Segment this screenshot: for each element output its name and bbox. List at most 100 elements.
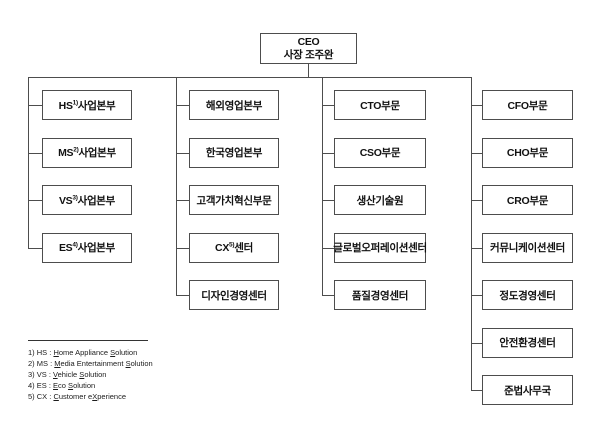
footnote-text: ome Appliance xyxy=(58,348,111,357)
org-box-label: CTO부문 xyxy=(360,99,400,112)
footnote-text: 5) CX : xyxy=(28,392,54,401)
org-box-label: 정도경영센터 xyxy=(499,289,556,302)
org-box-label: VS3)사업본부 xyxy=(58,194,116,207)
org-box-label: CHO부문 xyxy=(506,147,549,159)
org-box-label: ES4)사업본부 xyxy=(58,241,116,254)
org-box: CSO부문 xyxy=(334,137,426,168)
stub-line xyxy=(471,105,482,106)
footnote-acronym-letter: M xyxy=(54,359,61,368)
org-box: 안전환경센터 xyxy=(482,327,573,358)
stub-line xyxy=(471,342,482,344)
ceo-box: CEO 사장 조주완 xyxy=(260,33,357,64)
ceo-subtitle: 사장 조주완 xyxy=(283,48,334,61)
stub-line xyxy=(322,105,334,106)
ceo-drop-line xyxy=(308,64,309,77)
org-box: CX5)센터 xyxy=(189,232,279,263)
column-connector-corporate-functions xyxy=(471,77,472,390)
footnote-line: 2) MS : Media Entertainment Solution xyxy=(28,358,153,369)
org-box-label: MS2)사업본부 xyxy=(58,146,116,159)
org-box: CTO부문 xyxy=(334,90,426,120)
footnote-acronym-letter: S xyxy=(125,359,131,368)
footnote-acronym-letter: X xyxy=(92,392,98,401)
stub-line xyxy=(176,105,189,106)
stub-line xyxy=(28,105,42,106)
stub-line xyxy=(471,247,482,249)
footnote-text: 3) VS : xyxy=(28,370,54,379)
org-box-label: 글로벌오퍼레이션센터 xyxy=(333,242,427,254)
footnote-text: olution xyxy=(73,381,96,390)
footnote-marker: 1) xyxy=(72,99,78,106)
org-box-label: 준법사무국 xyxy=(504,384,551,397)
org-box-label: 고객가치혁신부문 xyxy=(196,194,272,207)
org-box: CHO부문 xyxy=(482,137,573,168)
stub-line xyxy=(471,200,482,201)
footnote-rule xyxy=(28,340,148,341)
column-connector-sales-customer xyxy=(176,77,177,295)
stub-line xyxy=(28,152,42,154)
footnote-text: olution xyxy=(130,359,153,368)
org-box: 준법사무국 xyxy=(482,375,573,405)
org-box-label: 해외영업본부 xyxy=(205,99,263,112)
column-connector-technology-operations xyxy=(322,77,323,295)
org-box: HS1)사업본부 xyxy=(42,90,132,120)
footnote-acronym-letter: C xyxy=(53,392,59,401)
trunk-line xyxy=(28,77,472,78)
org-box-label: HS1)사업본부 xyxy=(58,99,116,112)
stub-line xyxy=(322,247,334,249)
org-box: ES4)사업본부 xyxy=(42,232,132,263)
footnote-acronym-letter: S xyxy=(79,370,85,379)
footnote-acronym-letter: H xyxy=(53,348,59,357)
org-box: VS3)사업본부 xyxy=(42,185,132,215)
footnote-text: ehicle xyxy=(57,370,80,379)
footnote-text: olution xyxy=(84,370,107,379)
org-box-label: 한국영업본부 xyxy=(205,147,263,159)
footnote-acronym-letter: V xyxy=(53,370,58,379)
org-box: 커뮤니케이션센터 xyxy=(482,232,573,263)
stub-line xyxy=(471,390,482,391)
stub-line xyxy=(471,152,482,154)
footnote-text: 2) MS : xyxy=(28,359,55,368)
org-box: CRO부문 xyxy=(482,185,573,215)
stub-line xyxy=(176,295,189,296)
org-box: 한국영업본부 xyxy=(189,137,279,168)
footnote-text: perience xyxy=(97,392,127,401)
org-box: MS2)사업본부 xyxy=(42,137,132,168)
footnote-line: 5) CX : Customer eXperience xyxy=(28,391,153,402)
stub-line xyxy=(176,200,189,201)
footnote-text: 1) HS : xyxy=(28,348,54,357)
org-box-label: CSO부문 xyxy=(359,147,401,159)
footnote-marker: 2) xyxy=(73,146,79,154)
stub-line xyxy=(28,247,42,249)
column-connector-business-divisions xyxy=(28,77,29,248)
footnote-line: 4) ES : Eco Solution xyxy=(28,380,153,391)
org-box-label: 디자인경영센터 xyxy=(201,289,267,302)
footnote-text: olution xyxy=(115,348,138,357)
stub-line xyxy=(322,152,334,154)
footnote-acronym-letter: E xyxy=(53,381,59,390)
stub-line xyxy=(176,152,189,154)
org-box-label: 안전환경센터 xyxy=(499,337,556,349)
org-box-label: 생산기술원 xyxy=(356,194,404,207)
org-box-label: CX5)센터 xyxy=(215,241,253,254)
footnote-marker: 3) xyxy=(72,194,78,201)
footnote-acronym-letter: S xyxy=(110,348,116,357)
footnote-marker: 5) xyxy=(229,241,235,249)
org-box: 품질경영센터 xyxy=(334,280,426,310)
org-box: 정도경영센터 xyxy=(482,280,573,310)
footnote-text: co xyxy=(58,381,69,390)
footnote-line: 3) VS : Vehicle Solution xyxy=(28,369,153,380)
org-box: 디자인경영센터 xyxy=(189,280,279,310)
org-box: 글로벌오퍼레이션센터 xyxy=(333,232,427,263)
footnote-line: 1) HS : Home Appliance Solution xyxy=(28,347,153,358)
org-box-label: 품질경영센터 xyxy=(351,289,409,302)
org-box-label: 커뮤니케이션센터 xyxy=(490,242,565,254)
stub-line xyxy=(322,295,334,296)
org-box: 생산기술원 xyxy=(334,185,426,215)
ceo-title: CEO xyxy=(297,35,320,48)
org-box: CFO부문 xyxy=(482,90,573,120)
stub-line xyxy=(28,200,42,201)
stub-line xyxy=(471,295,482,296)
org-box-label: CFO부문 xyxy=(507,99,548,112)
